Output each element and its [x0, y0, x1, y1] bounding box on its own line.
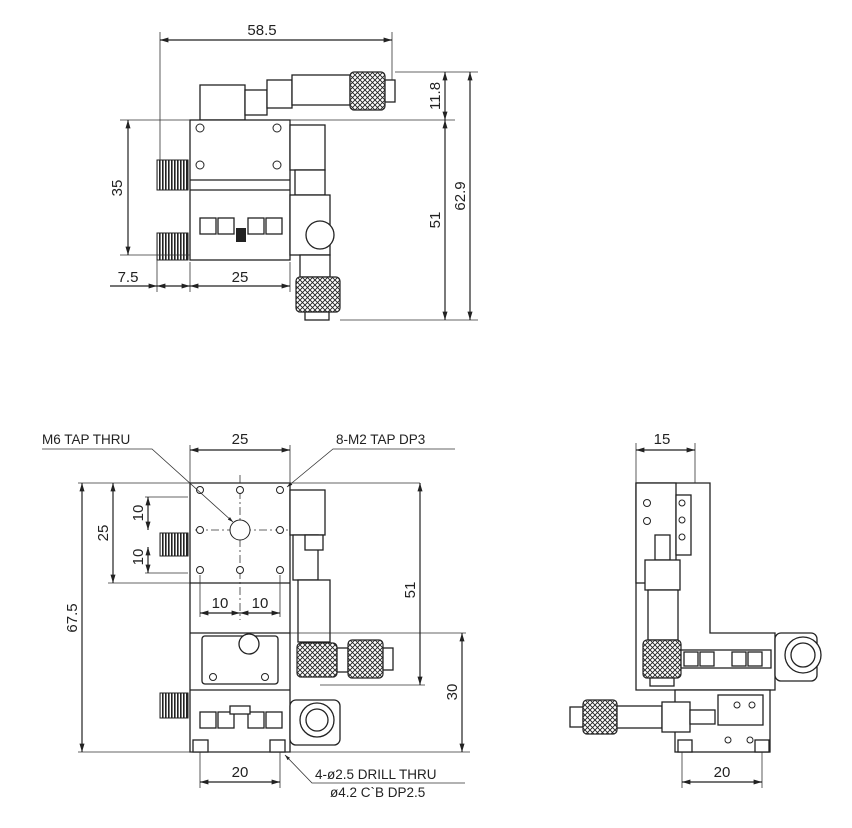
dim-overall-height: 67.5: [64, 603, 81, 632]
micrometer-knob: [349, 71, 386, 111]
dim-offset: 7.5: [118, 269, 139, 286]
dim-hole-pitch-v1: 10: [130, 505, 147, 522]
dim-hole-span-v: 25: [95, 525, 112, 542]
micrometer-knob: [642, 639, 682, 679]
lock-knob: [159, 692, 189, 719]
dim-side-width: 15: [654, 431, 671, 448]
callout-base-holes-line2: ø4.2 C`B DP2.5: [330, 785, 425, 800]
callout-base-holes-line1: 4-ø2.5 DRILL THRU: [315, 767, 437, 782]
lock-knob: [159, 532, 189, 557]
lock-knob: [156, 159, 189, 191]
callout-center-tap: M6 TAP THRU: [42, 432, 130, 447]
micrometer-knob: [347, 639, 384, 679]
dim-stage-depth: 35: [109, 180, 126, 197]
side-view: 15 20: [569, 431, 822, 788]
dim-overall-width: 58.5: [247, 22, 276, 39]
dim-side-base-hole-pitch: 20: [714, 764, 731, 781]
dim-hole-pitch-v2: 10: [130, 549, 147, 566]
callout-mount-taps: 8-M2 TAP DP3: [336, 432, 425, 447]
dim-hole-pitch-h2: 10: [252, 595, 269, 612]
mounting-holes: [195, 475, 290, 620]
clamp-screws: [199, 705, 283, 729]
micrometer-knob: [582, 699, 618, 735]
micrometer-knob: [295, 276, 341, 313]
dim-hole-pitch-h1: 10: [212, 595, 229, 612]
dim-height-51: 51: [427, 212, 444, 229]
dim-top-width: 25: [232, 431, 249, 448]
dim-stage-width: 25: [232, 269, 249, 286]
top-view: 58.5 35 7.5 25 11.8 51 62.9: [109, 22, 478, 321]
dim-base-hole-pitch: 20: [232, 764, 249, 781]
micrometer-knob: [296, 642, 338, 678]
clamp-screws: [199, 217, 283, 242]
dim-height-51: 51: [402, 582, 419, 599]
front-view: M6 TAP THRU 8-M2 TAP DP3 4-ø2.5 DRILL TH…: [42, 431, 470, 800]
dim-micrometer-height: 11.8: [427, 82, 444, 110]
lock-knob: [156, 232, 189, 261]
dim-height-30: 30: [444, 684, 461, 701]
dim-overall-height: 62.9: [452, 181, 469, 210]
